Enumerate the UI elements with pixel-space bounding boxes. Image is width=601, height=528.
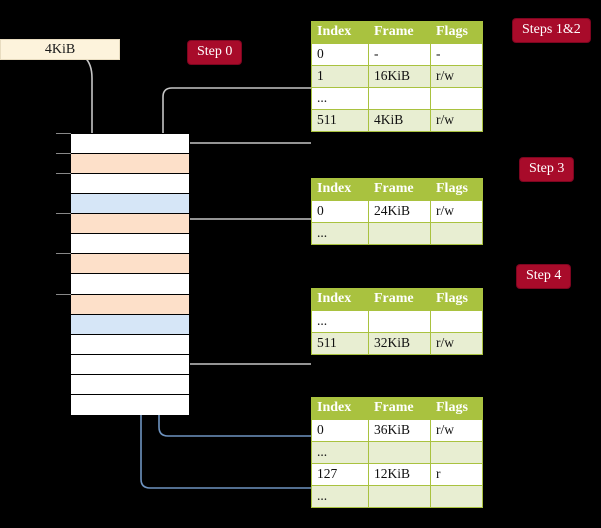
memory-row-tick	[56, 253, 71, 255]
memory-row-tick	[56, 133, 71, 134]
memory-frame-row	[71, 294, 189, 315]
memory-frame-row	[71, 334, 189, 355]
badge-step3: Step 3	[520, 158, 574, 181]
page-box-4kib: 4KiB	[0, 39, 120, 60]
cell-flags: r/w	[430, 332, 483, 355]
cell-frame: 24KiB	[368, 200, 431, 223]
cell-index: ...	[311, 310, 369, 333]
cell-flags: r/w	[430, 65, 483, 88]
cell-frame: -	[368, 43, 431, 66]
memory-frame-row	[71, 274, 189, 295]
column-header-index: Index	[311, 21, 369, 44]
badge-step0: Step 0	[188, 41, 242, 64]
cell-frame	[368, 87, 431, 110]
cell-flags	[430, 310, 483, 333]
physical-memory-column	[70, 133, 190, 415]
column-header-frame: Frame	[368, 178, 431, 201]
memory-frame-row	[71, 254, 189, 275]
column-header-flags: Flags	[430, 288, 483, 311]
cell-index: ...	[311, 87, 369, 110]
cell-flags	[430, 441, 483, 464]
cell-index: 0	[311, 419, 369, 442]
cell-frame	[368, 310, 431, 333]
memory-frame-row	[71, 174, 189, 195]
cell-index: 0	[311, 200, 369, 223]
table-row[interactable]: ...	[311, 87, 483, 110]
wire-level2-entry511-to-memory	[166, 303, 311, 365]
column-header-frame: Frame	[368, 21, 431, 44]
cell-index: ...	[311, 222, 369, 245]
cell-flags: r	[430, 463, 483, 486]
cell-flags: -	[430, 43, 483, 66]
cell-flags	[430, 222, 483, 245]
cell-index: 511	[311, 109, 369, 132]
memory-frame-row	[71, 354, 189, 375]
cell-frame: 4KiB	[368, 109, 431, 132]
cell-frame: 36KiB	[368, 419, 431, 442]
memory-frame-row	[71, 314, 189, 335]
column-header-flags: Flags	[430, 178, 483, 201]
memory-row-tick	[56, 293, 71, 295]
memory-row-tick	[56, 213, 71, 215]
wire-step0-page-to-memory	[61, 49, 99, 149]
cell-flags	[430, 485, 483, 508]
wire-level1-entry0-to-memory	[172, 218, 311, 269]
cell-index: 1	[311, 65, 369, 88]
table-row[interactable]: ...	[311, 485, 483, 508]
cell-index: ...	[311, 441, 369, 464]
cell-index: ...	[311, 485, 369, 508]
memory-row-tick	[56, 153, 71, 155]
badge-steps12: Steps 1&2	[513, 19, 590, 42]
cell-index: 127	[311, 463, 369, 486]
column-header-frame: Frame	[368, 288, 431, 311]
memory-frame-row	[71, 374, 189, 395]
column-header-index: Index	[311, 397, 369, 420]
memory-frame-row	[71, 394, 189, 415]
column-header-flags: Flags	[430, 21, 483, 44]
badge-step4: Step 4	[517, 265, 571, 288]
cell-flags	[430, 87, 483, 110]
memory-frame-row	[71, 154, 189, 175]
cell-flags: r/w	[430, 200, 483, 223]
cell-flags: r/w	[430, 109, 483, 132]
cell-index: 511	[311, 332, 369, 355]
table-row[interactable]: ...	[311, 441, 483, 464]
column-header-index: Index	[311, 288, 369, 311]
table-row[interactable]: ...	[311, 222, 483, 245]
memory-frame-row	[71, 134, 189, 155]
cell-frame	[368, 222, 431, 245]
column-header-flags: Flags	[430, 397, 483, 420]
cell-flags: r/w	[430, 419, 483, 442]
cell-frame: 16KiB	[368, 65, 431, 88]
memory-row-tick	[56, 173, 71, 175]
cell-frame	[368, 441, 431, 464]
column-header-frame: Frame	[368, 397, 431, 420]
column-header-index: Index	[311, 178, 369, 201]
cell-frame: 12KiB	[368, 463, 431, 486]
memory-frame-row	[71, 194, 189, 215]
memory-frame-row	[71, 214, 189, 235]
memory-frame-row	[71, 234, 189, 255]
table-row[interactable]: ...	[311, 310, 483, 333]
cell-index: 0	[311, 43, 369, 66]
table-row[interactable]: 0--	[311, 43, 483, 66]
cell-frame: 32KiB	[368, 332, 431, 355]
cell-frame	[368, 485, 431, 508]
